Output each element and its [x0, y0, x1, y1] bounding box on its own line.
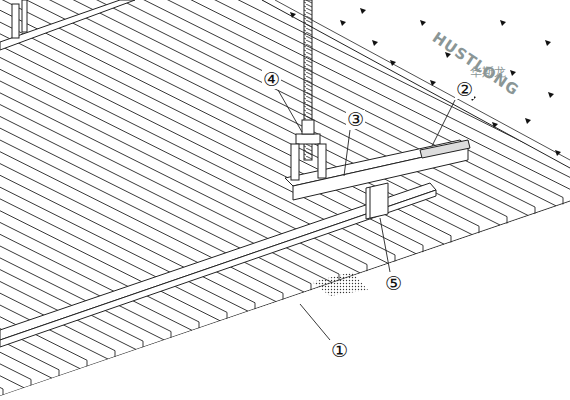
concrete-mark	[340, 20, 346, 26]
upper-carrier	[0, 0, 135, 50]
watermark: HUSTLONG	[430, 30, 522, 99]
callout-number: ②	[455, 80, 474, 99]
concrete-mark	[555, 150, 561, 156]
hanger-clip	[291, 120, 326, 180]
long-rail	[0, 183, 436, 347]
concrete-mark	[492, 122, 498, 128]
concrete-mark	[372, 40, 378, 46]
perforation	[312, 272, 368, 296]
concrete-mark	[420, 20, 426, 26]
concrete-mark	[500, 20, 506, 26]
callout-number: ⑤	[384, 274, 403, 293]
concrete-mark	[430, 80, 436, 86]
concrete-mark	[548, 92, 554, 98]
concrete-mark	[545, 40, 551, 46]
concrete-mark	[290, 12, 296, 18]
carrier-channel	[285, 140, 470, 219]
watermark: 华斯龙	[470, 66, 506, 78]
callout-number: ①	[330, 341, 349, 360]
callout-number: ④	[262, 70, 281, 89]
concrete-marks	[290, 8, 561, 156]
concrete-slab	[262, 0, 570, 168]
concrete-mark	[360, 8, 366, 14]
leader-lines	[278, 90, 455, 340]
concrete-mark	[525, 118, 531, 124]
callout-number: ③	[346, 110, 365, 129]
concrete-mark	[510, 70, 516, 76]
concrete-mark	[390, 60, 396, 66]
